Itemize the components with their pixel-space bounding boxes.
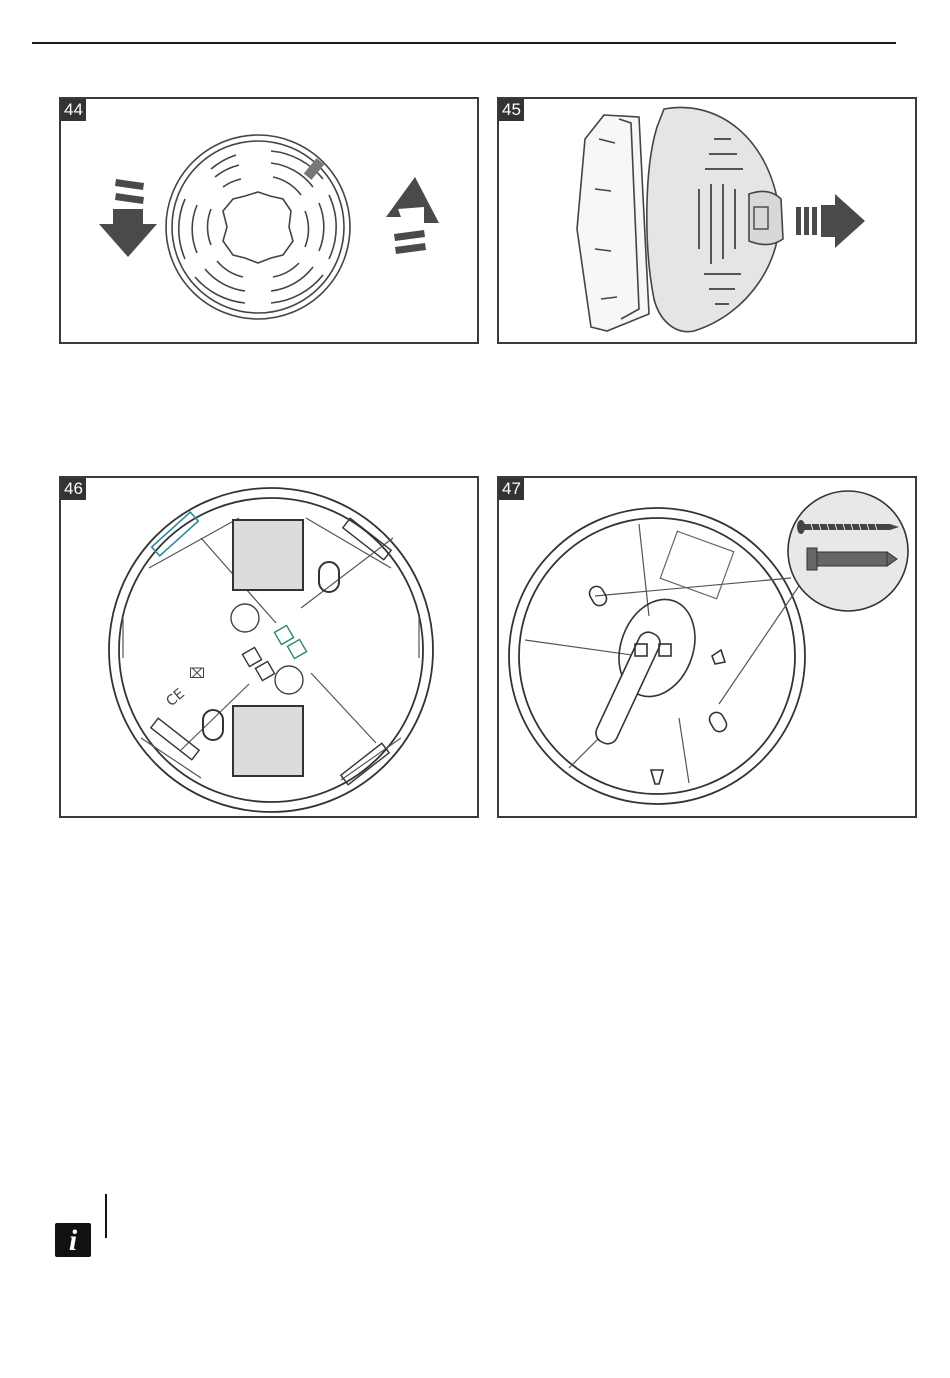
detector-rotate-illustration (61, 99, 479, 344)
figure-number: 46 (61, 478, 86, 500)
mounting-base-bottom-illustration: ⌧ CE (61, 478, 479, 818)
figure-number: 47 (499, 478, 524, 500)
figure-number: 44 (61, 99, 86, 121)
recycle-mark-icon: ⌧ (189, 666, 205, 682)
detector-removal-illustration (499, 99, 917, 344)
figure-46: 46 (59, 476, 479, 818)
ce-mark-icon: CE (163, 686, 188, 710)
header-rule (32, 42, 896, 44)
figure-45: 45 (497, 97, 917, 344)
figure-47: 47 (497, 476, 917, 818)
mounting-base-screws-illustration (499, 478, 917, 818)
info-bar (105, 1194, 107, 1238)
figure-number: 45 (499, 99, 524, 121)
figure-44: 44 (59, 97, 479, 344)
info-icon: i (55, 1223, 91, 1257)
